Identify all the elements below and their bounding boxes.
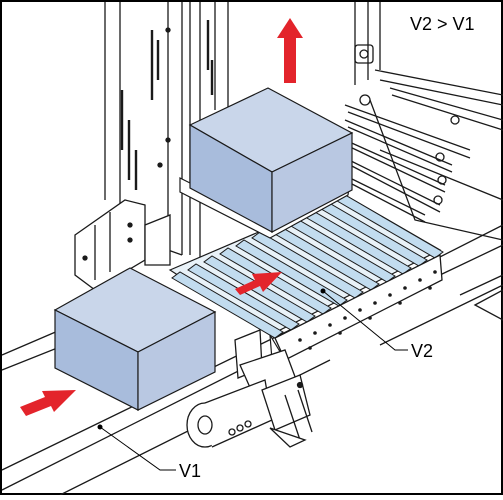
left-bracket xyxy=(74,199,171,291)
arrow-right-icon xyxy=(235,272,282,295)
roller-conveyor xyxy=(168,191,444,377)
tower-slots xyxy=(120,20,214,190)
conveyor-rollers xyxy=(171,191,444,339)
leader-dot-v2 xyxy=(320,288,326,294)
leader-dot-v1 xyxy=(97,424,103,430)
infeed-box xyxy=(53,267,217,411)
arrow-right-icon xyxy=(20,390,76,416)
arrow-up-icon xyxy=(277,18,303,83)
label-v1: V1 xyxy=(179,461,201,481)
raised-box-side xyxy=(271,132,353,233)
speed-condition-label: V2 > V1 xyxy=(410,14,475,34)
fork-rollers xyxy=(344,69,503,241)
raised-box xyxy=(179,87,354,239)
lift-tower xyxy=(104,2,381,260)
label-v2: V2 xyxy=(411,341,433,361)
side-frame-holes xyxy=(298,270,437,350)
infeed-box-side xyxy=(137,311,216,411)
drive-motor xyxy=(186,329,313,448)
leader-lines xyxy=(99,290,408,471)
